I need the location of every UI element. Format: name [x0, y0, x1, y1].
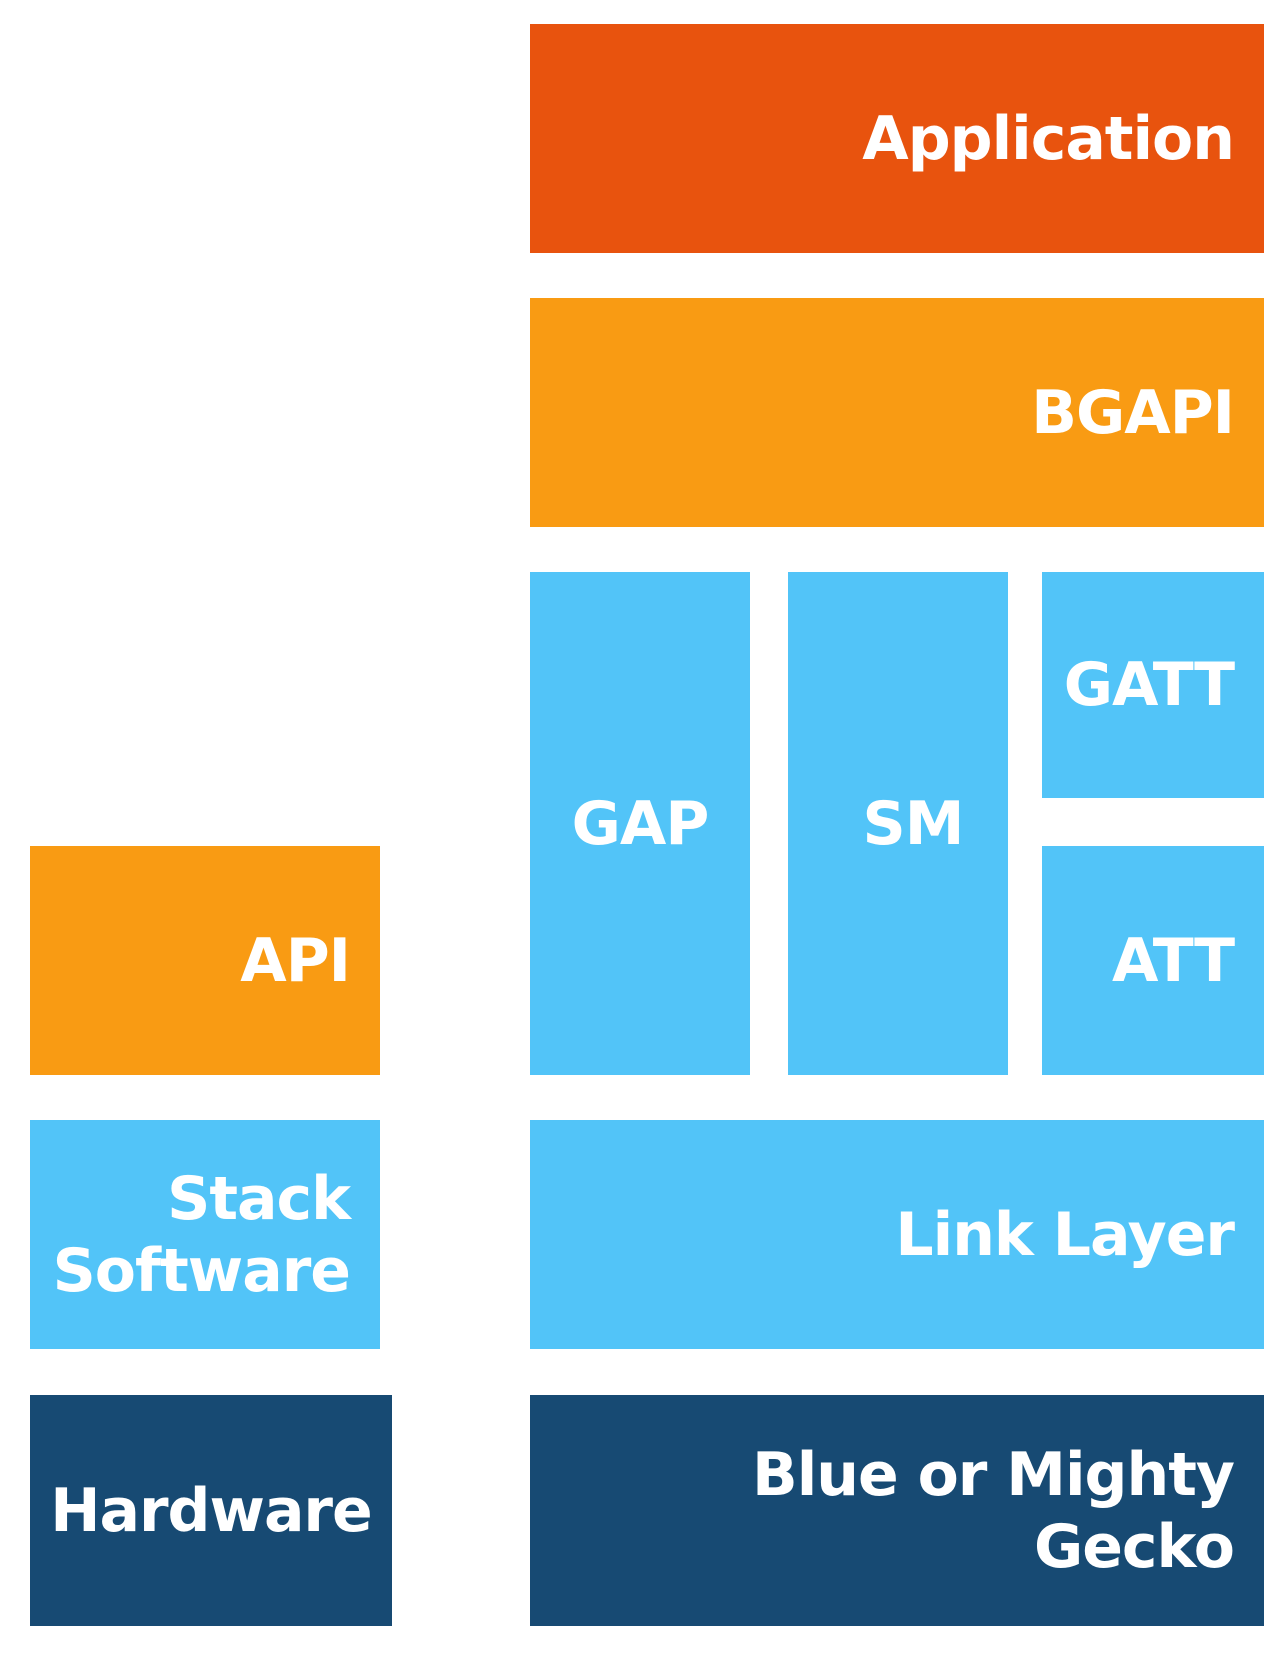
bgapi-block: BGAPI	[530, 298, 1264, 527]
hardware-block: Hardware	[30, 1395, 392, 1626]
gatt-label: GATT	[1063, 650, 1235, 720]
stack-label-line1: Stack	[167, 1163, 351, 1234]
chip-label-line2: Gecko	[1033, 1511, 1235, 1582]
sm-label: SM	[862, 788, 965, 859]
application-block: Application	[530, 24, 1264, 253]
hardware-label: Hardware	[50, 1475, 372, 1546]
chip-label-line1: Blue or Mighty	[751, 1439, 1235, 1510]
link-layer-label: Link Layer	[895, 1199, 1235, 1270]
gap-block: GAP	[530, 572, 750, 1075]
api-label: API	[240, 925, 351, 996]
att-block: ATT	[1042, 846, 1264, 1075]
api-block: API	[30, 846, 380, 1075]
chip-block: Blue or Mighty Gecko	[530, 1395, 1264, 1626]
gap-label: GAP	[571, 788, 710, 859]
stack-software-block: Stack Software	[30, 1120, 380, 1349]
sm-block: SM	[788, 572, 1008, 1075]
att-label: ATT	[1111, 925, 1235, 996]
bgapi-label: BGAPI	[1031, 377, 1235, 448]
application-label: Application	[862, 103, 1235, 174]
link-layer-block: Link Layer	[530, 1120, 1264, 1349]
gatt-block: GATT	[1042, 572, 1264, 798]
stack-label-line2: Software	[52, 1235, 351, 1306]
